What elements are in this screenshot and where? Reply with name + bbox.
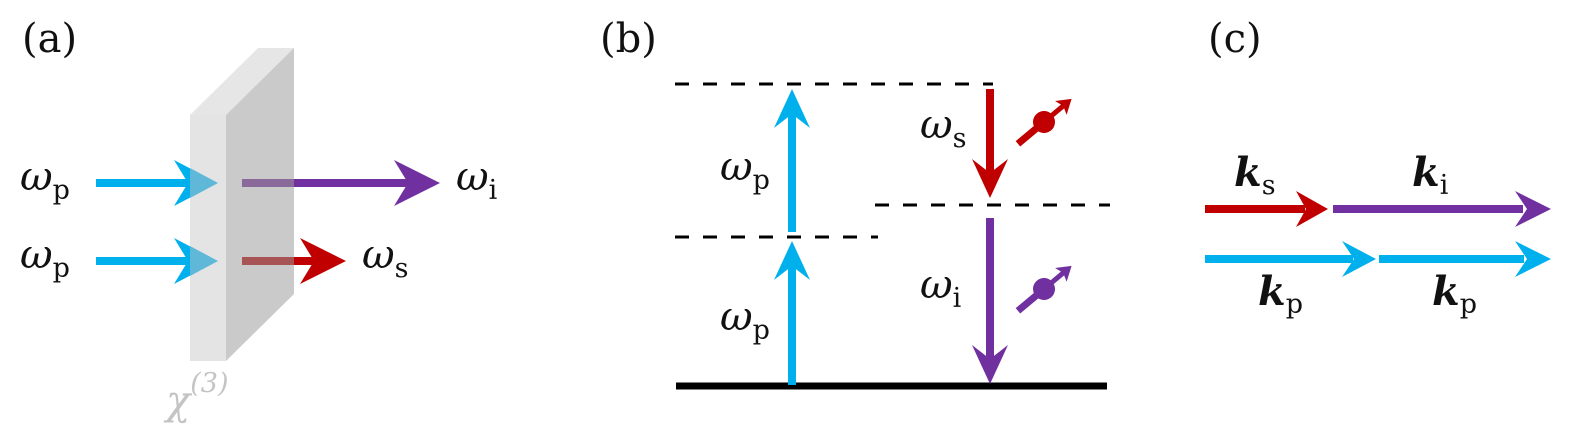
label-omega-s: ωs [920,102,966,154]
label-omega-i: ωi [920,262,962,314]
panel-b: (b) [600,16,1110,390]
pump-tip-overlay-2 [190,246,218,276]
label-k-p-2: kp [1432,268,1477,320]
label-omega-p-upper: ωp [720,144,770,196]
k-idler-vector [1333,191,1551,227]
k-pump-vector-2 [1379,241,1551,277]
pump-transition-upper [774,89,810,232]
panel-c-label: (c) [1208,16,1262,62]
k-signal-vector [1205,191,1328,227]
label-omega-s-out: ωs [362,232,408,284]
signal-photon-icon [1015,98,1072,147]
pump-tip-overlay-1 [190,168,218,198]
label-k-p-1: kp [1258,268,1303,320]
output-idler-arrow [242,160,440,206]
crystal-chi3-label: χ(3) [163,368,229,424]
label-omega-i-out: ωi [456,154,498,206]
panel-c: (c) ks ki kp kp [1205,16,1551,320]
pump-transition-lower [774,241,810,385]
label-k-s: ks [1234,149,1276,201]
idler-transition [972,218,1008,384]
panel-a: (a) ωp ωp [20,16,498,424]
label-omega-p-in-2: ωp [20,232,70,284]
idler-photon-icon [1015,265,1072,314]
output-signal-arrow [242,238,346,284]
label-omega-p-in-1: ωp [20,154,70,206]
nonlinear-crystal [190,48,294,361]
signal-transition [972,89,1008,198]
k-pump-vector-1 [1205,241,1376,277]
label-k-i: ki [1412,149,1449,201]
panel-b-label: (b) [600,16,657,62]
panel-a-label: (a) [22,16,77,62]
label-omega-p-lower: ωp [720,294,770,346]
